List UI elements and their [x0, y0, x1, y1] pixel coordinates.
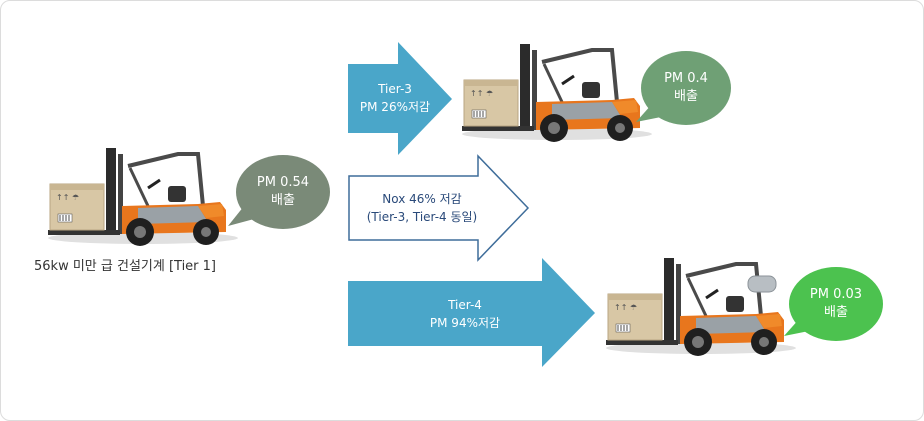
forklift-icon: [460, 42, 654, 144]
gas-tank-icon: [747, 275, 777, 293]
tier4-arrow: [348, 258, 595, 367]
forklift-icon: [604, 256, 798, 358]
tier4-bubble-value: PM 0.03: [809, 287, 863, 302]
tier3-arrow-line1: Tier-3: [378, 82, 412, 96]
tier4-arrow-text: Tier-4 PM 94%저감: [400, 296, 530, 332]
tier3-bubble-value: PM 0.4: [664, 71, 708, 86]
base-pm-bubble: [228, 155, 330, 229]
nox-arrow: [348, 154, 530, 262]
tier3-pm-bubble: [636, 51, 731, 125]
tier3-arrow: [348, 42, 452, 155]
base-bubble-text: PM 0.54 배출: [236, 174, 330, 210]
nox-arrow-line2: (Tier-3, Tier-4 동일): [366, 210, 478, 224]
tier4-arrow-line1: Tier-4: [448, 298, 482, 312]
base-bubble-unit: 배출: [271, 193, 295, 208]
tier3-bubble-unit: 배출: [674, 89, 698, 104]
tier3-bubble-text: PM 0.4 배출: [641, 70, 731, 106]
base-bubble-value: PM 0.54: [256, 175, 310, 190]
nox-arrow-text: Nox 46% 저감 (Tier-3, Tier-4 동일): [352, 190, 492, 226]
base-caption: 56kw 미만 급 건설기계 [Tier 1]: [34, 259, 216, 274]
bubble-shape: [236, 155, 330, 229]
tier3-arrow-line2: PM 26%저감: [359, 100, 431, 114]
tier4-pm-bubble: [784, 267, 883, 341]
tier4-bubble-text: PM 0.03 배출: [789, 286, 883, 322]
tier4-arrow-line2: PM 94%저감: [429, 316, 501, 330]
tier4-bubble-unit: 배출: [824, 305, 848, 320]
forklift-icon: [46, 146, 240, 248]
nox-arrow-line1: Nox 46% 저감: [382, 192, 462, 206]
tier3-arrow-text: Tier-3 PM 26%저감: [340, 80, 450, 116]
